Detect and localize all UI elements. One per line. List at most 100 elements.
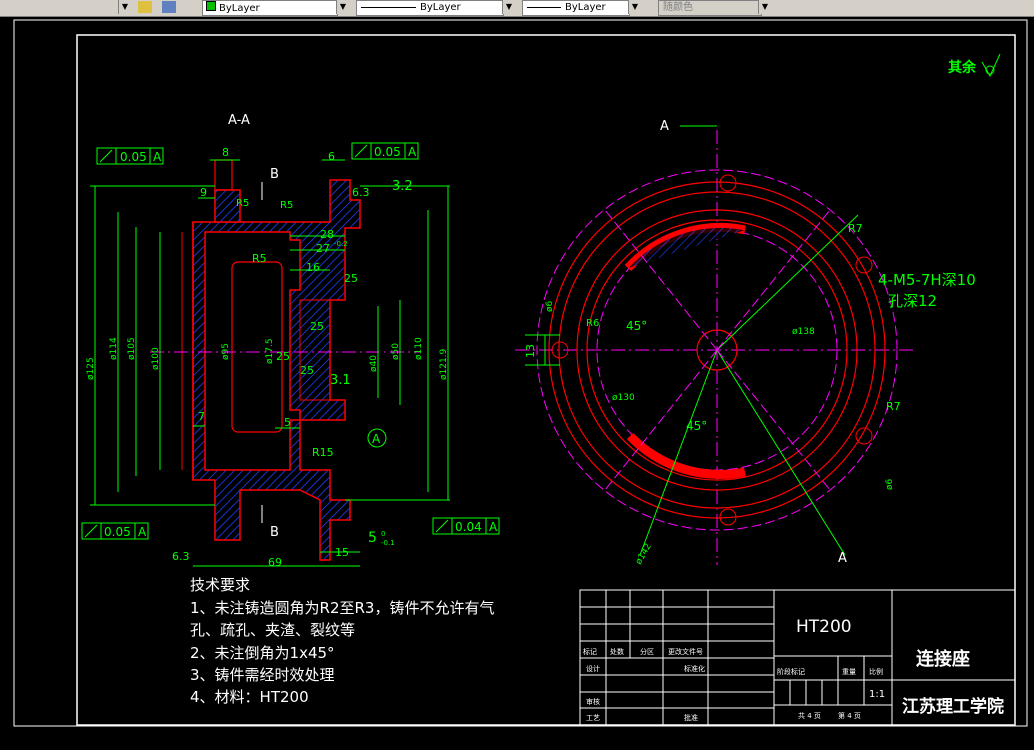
dim-text: 8 (222, 146, 229, 159)
fcf-bottom-left: 0.05 A (81, 522, 149, 540)
linetype-dropdown-arrow[interactable]: ▼ (502, 0, 515, 14)
angle-label: 45° (626, 319, 647, 333)
dim-text: 69 (268, 556, 282, 569)
layer-previous-icon[interactable] (162, 1, 176, 13)
color-dropdown-arrow[interactable]: ▼ (336, 0, 349, 14)
fcf-bottom-right: 0.04 A (432, 517, 500, 535)
notes-title: 技术要求 (190, 576, 250, 594)
tb-header: 工艺 (586, 714, 600, 722)
layer-states-icon[interactable] (138, 1, 152, 13)
notes-line: 3、铸件需经时效处理 (190, 666, 335, 684)
dim-text: 3.2 (392, 179, 413, 194)
layer-dropdown-arrow[interactable]: ▼ (118, 0, 131, 14)
angle-label: 45° (686, 419, 707, 433)
tb-header: 重量 (842, 668, 856, 676)
dim-text: ø114 (109, 337, 119, 360)
dim-text: ø142 (634, 542, 654, 567)
dim-text: ø6 (885, 478, 895, 490)
roughness-symbol-icon (981, 53, 1001, 78)
dim-text: 7 (198, 410, 205, 423)
fcf-datum: A (408, 145, 417, 159)
plotstyle-label: 随颜色 (663, 2, 693, 13)
dim-text: R5 (280, 200, 293, 211)
dim-text: 5 (368, 530, 377, 546)
drawing-canvas[interactable]: 其余 A-A (0, 17, 1034, 746)
dim-text: 3.1 (330, 373, 351, 388)
section-title: A-A (228, 113, 250, 128)
section-marker-a-bottom: A (838, 551, 847, 566)
dim-text: 0 (381, 530, 385, 538)
fcf-top-right: 0.05 A (351, 142, 419, 160)
dim-text: R5 (252, 252, 267, 265)
dim-text: 25 (310, 320, 324, 333)
part-name: 连接座 (916, 648, 970, 670)
sheet-border (13, 19, 1028, 727)
color-label: ByLayer (219, 3, 260, 14)
dim-text: -0.1 (381, 539, 395, 547)
dim-text: 27 (316, 242, 330, 255)
fcf-top-left: 0.05 A (96, 147, 164, 165)
dim-text: 6 (328, 150, 335, 163)
color-control[interactable]: ByLayer (202, 0, 338, 16)
dim-text: R7 (848, 222, 863, 235)
hole-note: 4-M5-7H深10 (878, 271, 976, 289)
roughness-circle-icon (985, 65, 995, 75)
section-marker-b-top: B (270, 167, 279, 182)
fcf-datum: A (489, 520, 498, 534)
tb-header: 设计 (586, 664, 600, 673)
tb-header: 分区 (640, 647, 654, 656)
lineweight-control[interactable]: ByLayer (522, 0, 630, 16)
tb-header: 审核 (586, 697, 600, 706)
section-body (181, 159, 361, 561)
lineweight-sample-icon (527, 6, 561, 8)
dim-text: ø95 (221, 343, 231, 360)
dim-text: R7 (886, 400, 901, 413)
tb-header: 比例 (869, 667, 883, 676)
tb-header: 处数 (610, 647, 624, 656)
front-view (515, 125, 915, 565)
sheet-count: 共 4 页 (798, 711, 821, 720)
frame-border (76, 34, 1016, 726)
tb-header: 标准化 (684, 664, 705, 673)
dim-text: 25 (344, 272, 358, 285)
lineweight-dropdown-arrow[interactable]: ▼ (628, 0, 641, 14)
tb-header: 标记 (583, 647, 597, 656)
dim-text: R15 (312, 446, 334, 459)
dim-text: 28 (320, 228, 334, 241)
sheet-number: 第 4 页 (838, 711, 861, 720)
plotstyle-dropdown-arrow[interactable]: ▼ (758, 0, 771, 14)
dim-text: ø125 (86, 357, 96, 380)
fcf-value: 0.05 (104, 525, 131, 539)
dim-text: 6.3 (352, 186, 370, 199)
lineweight-label: ByLayer (565, 2, 606, 13)
roughness-note: 其余 (948, 59, 977, 76)
properties-toolbar: ▼ ByLayer ▼ ByLayer ▼ ByLayer ▼ 随颜色 ▼ (0, 0, 1034, 17)
dim-text: 25 (276, 350, 290, 363)
dim-text: 6.3 (172, 550, 190, 563)
school-name: 江苏理工学院 (902, 696, 1004, 717)
tb-header: 批准 (684, 713, 698, 722)
fcf-value: 0.05 (120, 150, 147, 164)
dim-text: 9 (200, 186, 207, 199)
linetype-control[interactable]: ByLayer (356, 0, 504, 16)
color-swatch-icon (206, 1, 216, 11)
dim-text: R6 (586, 318, 599, 329)
datum-circle-icon (367, 428, 387, 448)
drawing-svg: 其余 A-A (13, 19, 1028, 727)
title-block (579, 589, 1016, 726)
notes-line: 1、未注铸造圆角为R2至R3，铸件不允许有气 (190, 599, 494, 617)
tb-header: 阶段标记 (777, 667, 805, 676)
dim-text: ø40 (369, 355, 379, 372)
fcf-datum: A (138, 525, 147, 539)
dim-text: ø50 (391, 343, 401, 360)
material-label: HT200 (796, 617, 852, 637)
dim-text: 15 (335, 546, 349, 559)
dim-text: ø138 (792, 327, 815, 337)
dim-text: ø110 (414, 337, 424, 360)
plotstyle-control[interactable]: 随颜色 (658, 0, 762, 16)
dim-text: ø17.5 (265, 338, 275, 364)
tb-header: 更改文件号 (668, 647, 703, 656)
fcf-datum: A (153, 150, 162, 164)
dim-text: ø105 (127, 337, 137, 360)
notes-line: 孔、疏孔、夹渣、裂纹等 (190, 621, 355, 639)
